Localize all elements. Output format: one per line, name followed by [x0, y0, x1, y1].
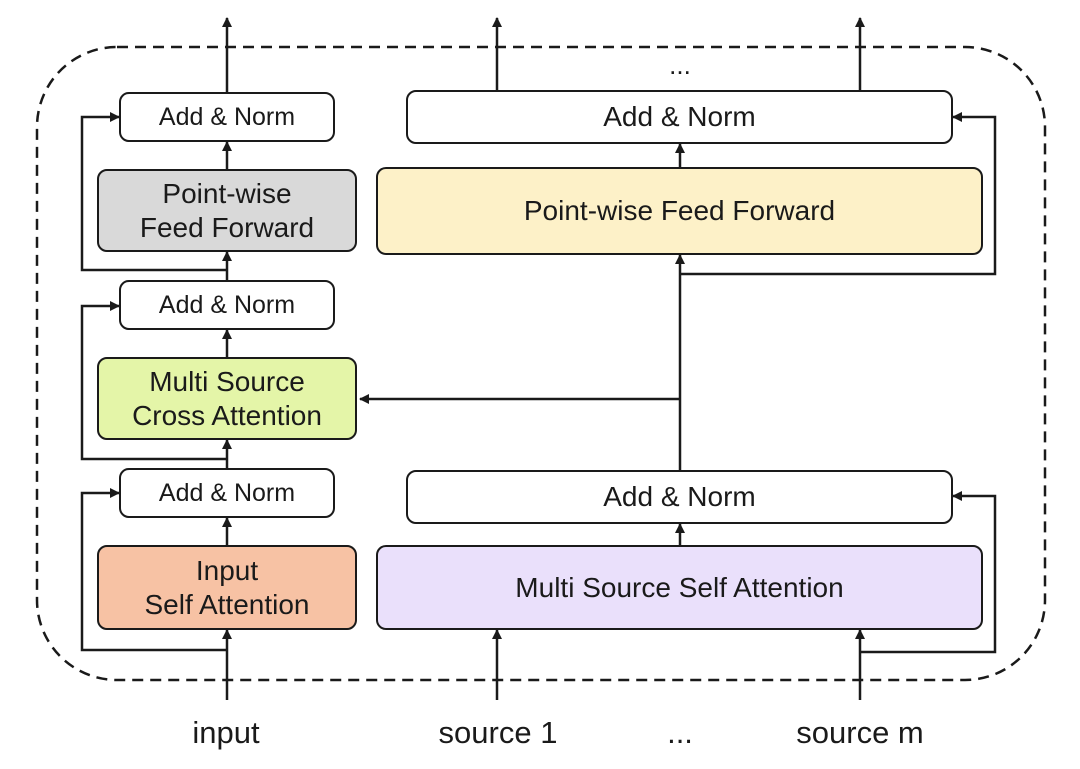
residual-left-2	[80, 301, 227, 461]
add-norm-top-right: Add & Norm	[406, 90, 953, 144]
self-attention-line2: Self Attention	[144, 588, 310, 620]
self-attention-label: Multi Source Self Attention	[515, 571, 844, 603]
feed-forward-line2: Feed Forward	[139, 211, 315, 243]
self-attention-line1: Input	[195, 554, 259, 586]
add-norm-label: Add & Norm	[158, 103, 296, 131]
add-norm-label: Add & Norm	[603, 101, 756, 133]
feed-forward-left: Point-wise Feed Forward	[97, 169, 357, 252]
layer-boundary	[35, 45, 1047, 682]
add-norm-bottom-left: Add & Norm	[119, 468, 335, 518]
residual-right-2	[680, 112, 997, 276]
feed-forward-label: Point-wise Feed Forward	[523, 195, 836, 227]
sources-ellipsis: ...	[667, 715, 693, 750]
cross-attention-line2: Cross Attention	[132, 399, 322, 431]
add-norm-label: Add & Norm	[158, 479, 296, 507]
residual-left-1	[80, 488, 227, 652]
top-ellipsis: ...	[669, 50, 691, 80]
add-norm-bottom-right: Add & Norm	[406, 470, 953, 524]
multi-source-cross-attention: Multi Source Cross Attention	[97, 357, 357, 440]
feed-forward-right: Point-wise Feed Forward	[376, 167, 983, 255]
multi-source-self-attention: Multi Source Self Attention	[376, 545, 983, 630]
residual-left-3	[80, 112, 227, 272]
add-norm-top-left: Add & Norm	[119, 92, 335, 142]
source-m-label: source m	[796, 715, 924, 750]
add-norm-middle-left: Add & Norm	[119, 280, 335, 330]
feed-forward-line1: Point-wise	[162, 177, 292, 209]
source-1-label: source 1	[438, 715, 558, 750]
input-label: input	[192, 715, 260, 750]
add-norm-label: Add & Norm	[158, 291, 296, 319]
add-norm-label: Add & Norm	[603, 481, 756, 513]
cross-attention-line1: Multi Source	[149, 365, 305, 397]
residual-right-1	[860, 491, 997, 654]
input-self-attention: Input Self Attention	[97, 545, 357, 630]
